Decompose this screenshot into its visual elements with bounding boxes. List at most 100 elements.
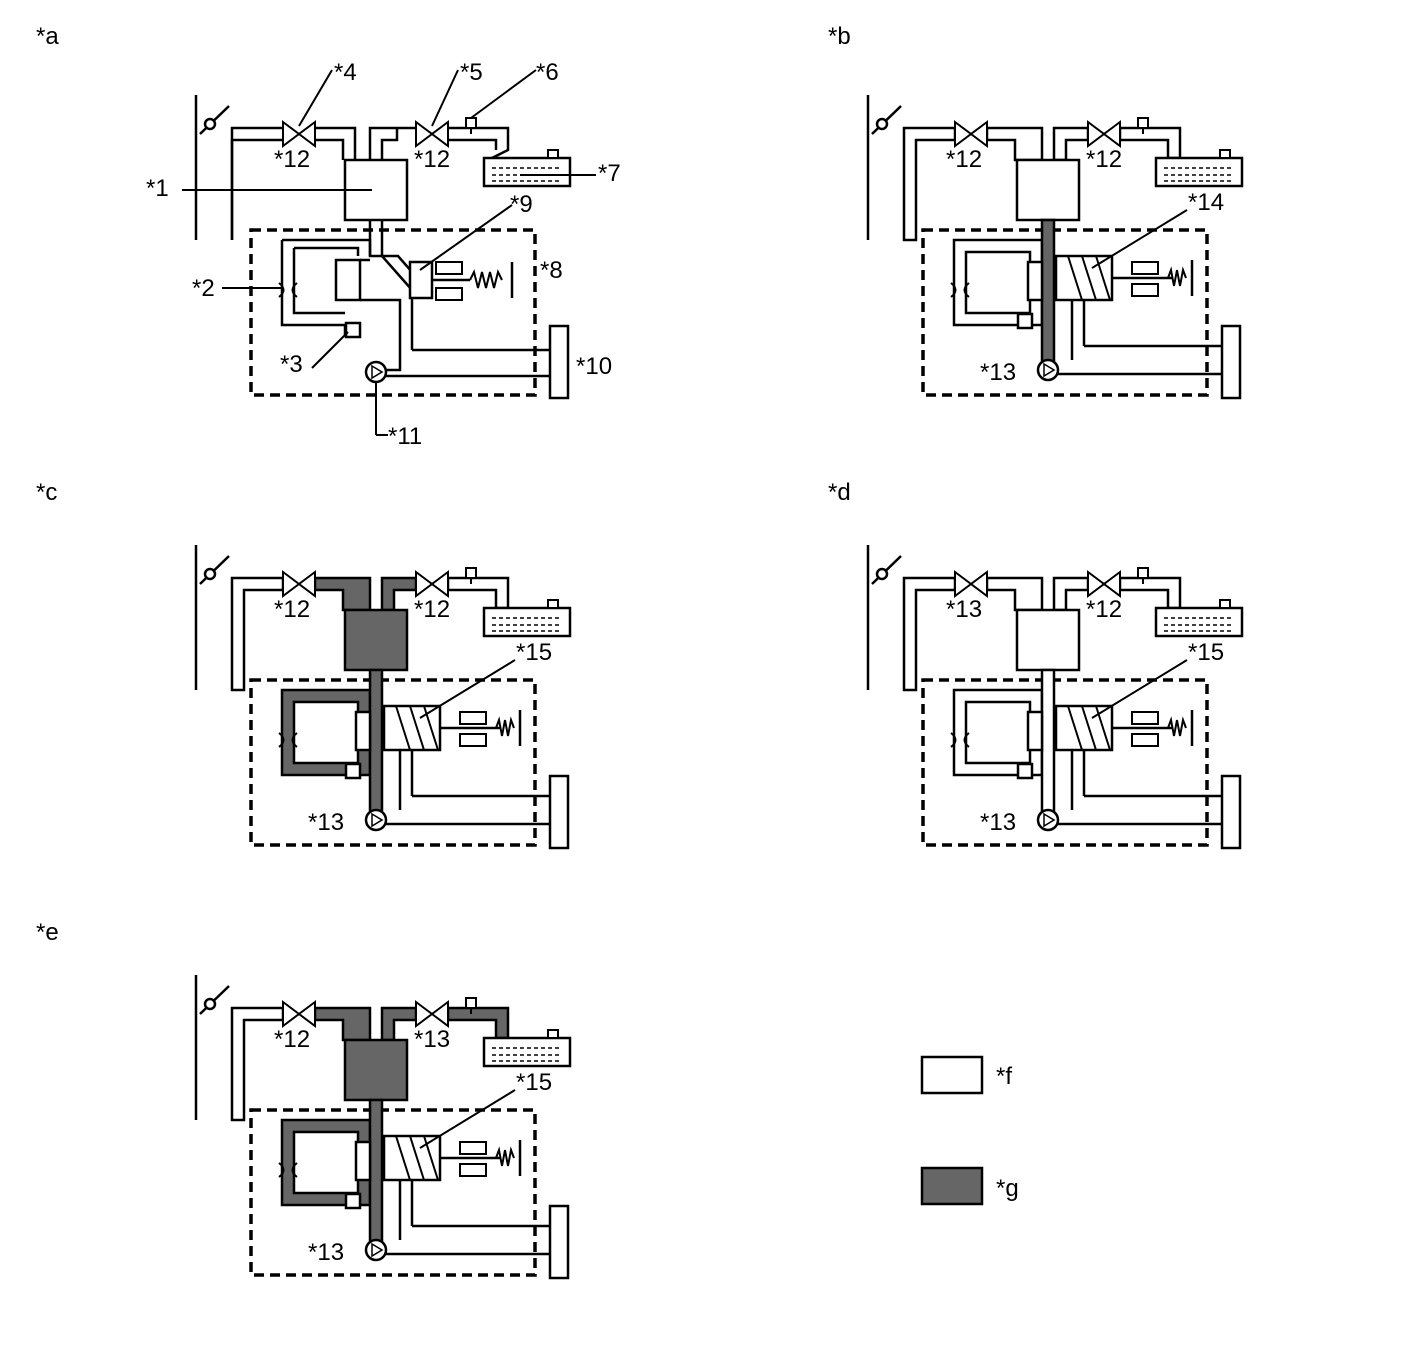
valve-tag: *12 bbox=[414, 146, 450, 173]
callout-10: *10 bbox=[576, 353, 612, 380]
reservoir bbox=[482, 1029, 572, 1068]
solenoid-valve-left bbox=[282, 1000, 316, 1028]
reservoir bbox=[1154, 599, 1244, 638]
pressure-regulator bbox=[1026, 704, 1194, 810]
accumulator bbox=[1016, 312, 1034, 330]
panel-label: *d bbox=[828, 479, 851, 506]
brake-pedal bbox=[866, 95, 902, 240]
pump bbox=[364, 808, 388, 832]
pump bbox=[364, 360, 388, 384]
brake-caliper bbox=[548, 324, 570, 400]
valve-tag: *13 bbox=[308, 809, 344, 836]
valve-tag: *13 bbox=[980, 359, 1016, 386]
legend-swatch-filled bbox=[920, 1166, 984, 1206]
pump bbox=[1036, 358, 1060, 382]
valve-tag: *13 bbox=[946, 596, 982, 623]
pressure-sensor bbox=[1137, 567, 1149, 584]
legend-swatch-empty bbox=[920, 1055, 984, 1095]
callout-6: *6 bbox=[536, 59, 559, 86]
solenoid-valve-right bbox=[1087, 570, 1121, 598]
legend: *f *g bbox=[920, 1055, 1019, 1206]
callout-line bbox=[1091, 659, 1188, 719]
callout-8: *8 bbox=[540, 257, 563, 284]
callout-line bbox=[419, 1089, 516, 1149]
callout: *15 bbox=[516, 639, 552, 666]
return-lines bbox=[1058, 344, 1222, 376]
callout-4: *4 bbox=[334, 59, 357, 86]
pressure-regulator bbox=[354, 704, 522, 810]
valve-tag: *12 bbox=[1086, 146, 1122, 173]
valve-tag: *12 bbox=[274, 146, 310, 173]
return-lines bbox=[386, 794, 550, 826]
master-cylinder bbox=[343, 1038, 409, 1102]
pressure-regulator bbox=[1026, 254, 1194, 360]
legend-label-empty: *f bbox=[996, 1063, 1012, 1090]
master-cylinder bbox=[1015, 608, 1081, 672]
pressure-sensor bbox=[465, 567, 477, 584]
callout-5: *5 bbox=[460, 59, 483, 86]
pressure-sensor bbox=[465, 117, 477, 134]
solenoid-valve-right bbox=[415, 570, 449, 598]
brake-caliper bbox=[548, 1204, 570, 1280]
callout-9: *9 bbox=[510, 191, 533, 218]
legend-label-filled: *g bbox=[996, 1175, 1019, 1202]
callout-line bbox=[1091, 209, 1188, 269]
solenoid-valve-left bbox=[282, 120, 316, 148]
reservoir bbox=[1154, 149, 1244, 188]
brake-pedal bbox=[194, 95, 230, 240]
panel-label: *b bbox=[828, 23, 851, 50]
accumulator bbox=[344, 762, 362, 780]
solenoid-valve-right bbox=[415, 1000, 449, 1028]
stroke-simulator-piston bbox=[334, 258, 380, 302]
panel-label: *e bbox=[36, 919, 59, 946]
solenoid-valve-left bbox=[954, 120, 988, 148]
solenoid-valve-left bbox=[954, 570, 988, 598]
accumulator bbox=[344, 321, 362, 339]
pressure-sensor bbox=[1137, 117, 1149, 134]
accumulator bbox=[344, 1192, 362, 1210]
pressure-regulator bbox=[368, 220, 514, 372]
panel-label: *c bbox=[36, 479, 57, 506]
callout-2: *2 bbox=[192, 275, 215, 302]
accumulator bbox=[1016, 762, 1034, 780]
master-cylinder bbox=[1015, 158, 1081, 222]
valve-tag: *13 bbox=[308, 1239, 344, 1266]
solenoid-valve-right bbox=[415, 120, 449, 148]
callout-lines bbox=[182, 69, 596, 436]
valve-tag: *12 bbox=[1086, 596, 1122, 623]
panel-e: *e*15*12*13*13 bbox=[36, 919, 572, 1280]
valve-tag: *12 bbox=[274, 596, 310, 623]
valve-tag: *12 bbox=[274, 1026, 310, 1053]
master-cylinder bbox=[343, 608, 409, 672]
brake-caliper bbox=[1220, 774, 1242, 850]
brake-line-left bbox=[230, 126, 357, 240]
callout: *15 bbox=[516, 1069, 552, 1096]
panel-b: *b*14*12*12*13 bbox=[828, 23, 1244, 400]
orifice bbox=[278, 282, 298, 298]
callout-11: *11 bbox=[388, 423, 422, 450]
callout-3: *3 bbox=[280, 351, 303, 378]
return-column bbox=[1040, 218, 1056, 364]
reservoir bbox=[482, 599, 572, 638]
panels-generated: *b*14*12*12*13*c*15*12*12*13*d*15*13*12*… bbox=[36, 23, 1244, 1280]
brake-pedal bbox=[866, 545, 902, 690]
solenoid-valve-left bbox=[282, 570, 316, 598]
valve-tag: *12 bbox=[414, 596, 450, 623]
brake-pedal bbox=[194, 975, 230, 1120]
brake-caliper bbox=[548, 774, 570, 850]
panel-d: *d*15*13*12*13 bbox=[828, 479, 1244, 850]
panel-a: *a bbox=[36, 23, 621, 450]
return-lines bbox=[386, 1224, 550, 1256]
pump bbox=[1036, 808, 1060, 832]
brake-line-right bbox=[368, 126, 510, 162]
callout-7: *7 bbox=[598, 160, 621, 187]
return-column bbox=[1040, 668, 1056, 814]
callout: *15 bbox=[1188, 639, 1224, 666]
brake-pedal bbox=[194, 545, 230, 690]
valve-tag: *12 bbox=[946, 146, 982, 173]
return-lines bbox=[386, 348, 550, 378]
return-column bbox=[368, 1098, 384, 1244]
pump bbox=[364, 1238, 388, 1262]
